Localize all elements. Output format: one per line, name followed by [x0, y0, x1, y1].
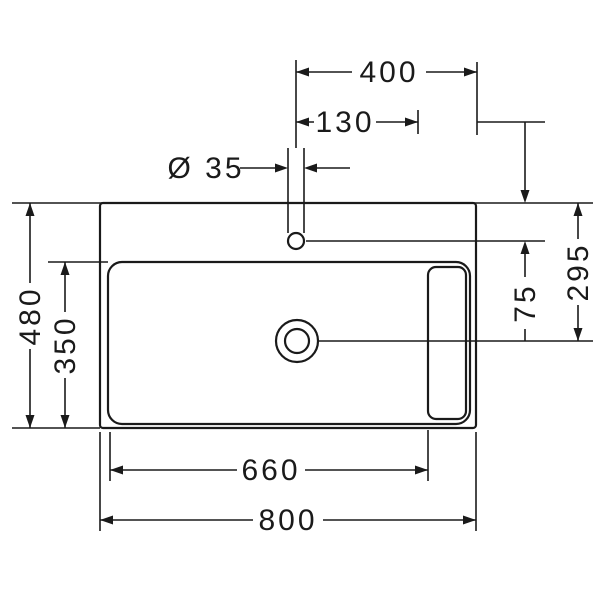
- dim-800: 800: [99, 432, 477, 537]
- dim-75-arrow-up: [520, 241, 530, 254]
- dim-400-label: 400: [359, 56, 418, 89]
- basin-bowl-outline: [106, 260, 472, 426]
- dim-tap-arrow-left: [275, 163, 288, 173]
- dim-400-arrow-left: [296, 67, 309, 77]
- basin-shapes: [98, 201, 478, 430]
- dim-660-label: 660: [241, 454, 300, 487]
- extension-lines: [12, 60, 593, 429]
- dim-350-label: 350: [49, 315, 82, 374]
- dim-tap-diameter-label: Ø 35: [167, 152, 244, 185]
- dim-660-arrow-left: [110, 465, 123, 475]
- dim-75-arrow-down: [520, 190, 530, 203]
- dim-660: 660: [109, 430, 429, 487]
- dim-400: 400: [296, 56, 477, 89]
- dim-480: 480: [14, 203, 47, 428]
- dim-800-arrow-right: [463, 515, 476, 525]
- dim-480-label: 480: [14, 286, 47, 345]
- dim-480-arrow-bottom: [25, 415, 35, 428]
- dim-800-arrow-left: [100, 515, 113, 525]
- dim-295: 295: [562, 203, 595, 341]
- dim-350-arrow-top: [60, 262, 70, 275]
- dim-tap-arrow-right: [304, 163, 317, 173]
- tap-hole-circle: [286, 231, 306, 251]
- dim-tap-diameter: Ø 35: [167, 152, 350, 185]
- dim-130-arrow-right: [405, 117, 418, 127]
- dim-480-arrow-top: [25, 203, 35, 216]
- dim-295-arrow-bottom: [573, 328, 583, 341]
- dim-130-arrow-left: [296, 117, 309, 127]
- dim-75: 75: [477, 121, 545, 341]
- dim-130-label: 130: [315, 106, 374, 139]
- dim-130: 130: [296, 106, 419, 139]
- dim-295-label: 295: [562, 242, 595, 301]
- dim-295-arrow-top: [573, 203, 583, 216]
- dim-400-arrow-right: [464, 67, 477, 77]
- drain-inner-circle: [283, 327, 311, 355]
- dim-75-label: 75: [509, 283, 542, 322]
- drain-outer-circle: [274, 318, 320, 364]
- shelf-outline: [426, 265, 468, 421]
- dim-350: 350: [49, 262, 82, 428]
- dim-660-arrow-right: [415, 465, 428, 475]
- dim-350-arrow-bottom: [60, 415, 70, 428]
- dim-800-label: 800: [258, 504, 317, 537]
